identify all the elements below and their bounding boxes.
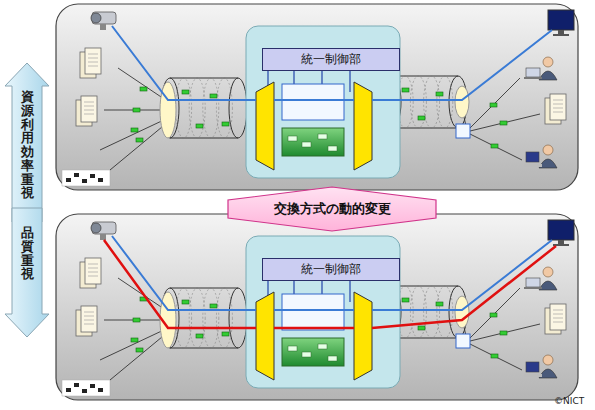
packet xyxy=(210,94,217,98)
fiber-tube xyxy=(161,78,247,138)
switch-module xyxy=(246,26,400,178)
lens xyxy=(160,82,176,138)
packet xyxy=(182,90,189,94)
user-icon xyxy=(524,57,557,80)
link-line xyxy=(100,328,168,360)
packet xyxy=(222,332,229,336)
node-label: 統一制御部 xyxy=(301,51,361,68)
user-icon xyxy=(524,267,557,290)
fiber-tube xyxy=(161,288,247,348)
packet xyxy=(133,108,140,112)
server-icon xyxy=(76,96,97,126)
priority-arrow: 資源利用効率重視 xyxy=(4,62,50,222)
copyright-note: ©NICT xyxy=(554,396,584,406)
monitor-icon xyxy=(548,220,574,246)
packet xyxy=(222,122,229,126)
packet xyxy=(418,116,425,120)
path-line xyxy=(112,236,256,310)
efficiency-panel xyxy=(56,4,578,190)
packet xyxy=(136,348,143,352)
packet xyxy=(436,92,443,96)
node-label: 交換方式の動的変更 xyxy=(274,200,391,218)
axis-label: 資源利用効率重視 xyxy=(21,90,34,200)
link-line xyxy=(110,332,168,380)
small-switch xyxy=(456,334,470,348)
small-switch xyxy=(456,124,470,138)
packet xyxy=(500,331,507,335)
link-line xyxy=(466,342,522,370)
packet xyxy=(133,318,140,322)
monitor-icon xyxy=(548,10,574,36)
packet xyxy=(490,103,497,107)
path-line xyxy=(104,240,256,328)
switch-module xyxy=(246,236,400,388)
control-box: 統一制御部 xyxy=(262,48,400,71)
packet-cluster xyxy=(62,380,110,396)
link-line xyxy=(466,324,540,342)
path-line xyxy=(274,327,354,330)
user-icon xyxy=(524,145,557,168)
control-box: 統一制御部 xyxy=(262,258,400,281)
packet xyxy=(210,304,217,308)
packet xyxy=(140,87,147,91)
axis-label: 品質重視 xyxy=(21,226,34,281)
packet xyxy=(136,138,143,142)
node-label: 統一制御部 xyxy=(301,261,361,278)
packet xyxy=(491,354,498,358)
server-icon xyxy=(76,306,97,336)
packet xyxy=(436,302,443,306)
quality-panel xyxy=(56,214,578,400)
link-line xyxy=(110,122,168,170)
link-line xyxy=(466,132,522,160)
path-line xyxy=(112,26,256,100)
link-line xyxy=(466,78,520,132)
server-icon xyxy=(80,48,101,78)
packet xyxy=(500,121,507,125)
lens xyxy=(455,296,469,328)
packet xyxy=(402,298,409,302)
server-icon xyxy=(545,94,566,124)
packet xyxy=(196,124,203,128)
packet xyxy=(402,88,409,92)
path-line xyxy=(274,99,354,101)
packet xyxy=(131,338,138,342)
path-line xyxy=(274,309,354,311)
packet xyxy=(182,300,189,304)
packet xyxy=(196,334,203,338)
packet xyxy=(418,326,425,330)
lens xyxy=(455,86,469,118)
user-icon xyxy=(524,355,557,378)
switch-arrow: 交換方式の動的変更 xyxy=(228,187,436,231)
link-line xyxy=(466,114,540,132)
server-icon xyxy=(80,258,101,288)
packet xyxy=(131,128,138,132)
packet-cluster xyxy=(62,170,110,186)
server-icon xyxy=(545,304,566,334)
packet xyxy=(491,144,498,148)
packet xyxy=(490,313,497,317)
priority-arrow: 品質重視 xyxy=(4,208,50,338)
link-line xyxy=(100,118,168,150)
